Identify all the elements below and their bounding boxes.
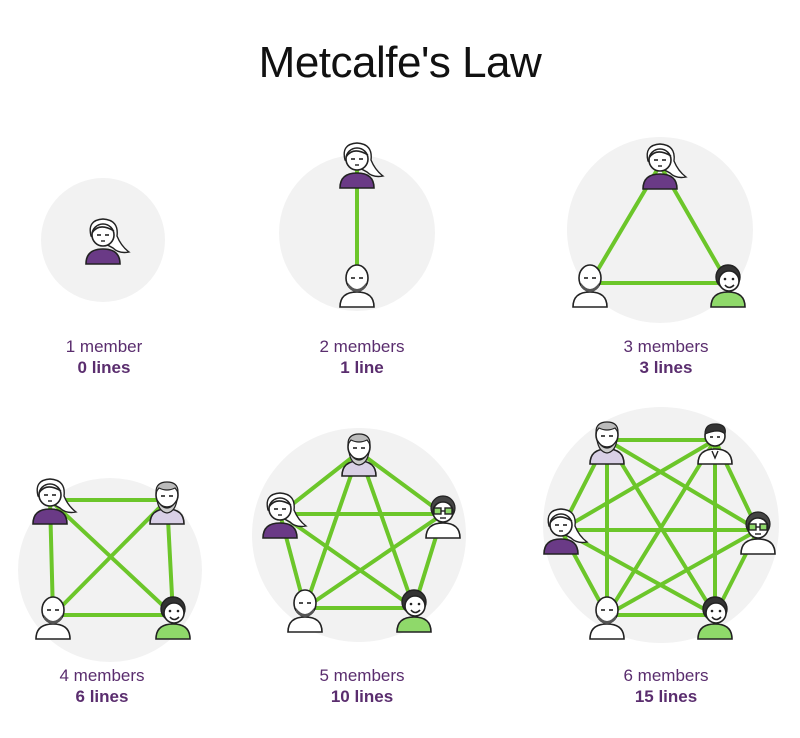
connection-lines xyxy=(48,498,175,617)
caption-group-1: 1 member 0 lines xyxy=(4,336,204,378)
connection-line xyxy=(559,438,717,532)
glasses-man-avatar-icon xyxy=(740,511,776,555)
member-count-label: 6 members xyxy=(623,666,709,685)
group-background-circle xyxy=(252,428,466,642)
member-count-label: 4 members xyxy=(59,666,145,685)
caption-group-5: 5 members 10 lines xyxy=(262,665,462,707)
connection-line xyxy=(303,450,361,610)
woman-avatar-icon xyxy=(339,142,385,189)
member-count-label: 5 members xyxy=(319,666,405,685)
connection-line xyxy=(605,528,760,617)
woman-avatar-icon xyxy=(642,143,688,190)
old-man-avatar-icon xyxy=(589,421,625,465)
network-group-3 xyxy=(567,137,753,323)
network-group-5 xyxy=(252,428,466,642)
woman-avatar-icon xyxy=(32,478,78,525)
smiling-man-avatar-icon xyxy=(396,589,432,633)
line-count-label: 6 lines xyxy=(75,687,129,706)
network-group-4 xyxy=(18,478,202,662)
connection-line xyxy=(605,438,717,617)
suit-man-avatar-icon xyxy=(697,423,733,465)
network-group-6 xyxy=(543,407,779,643)
caption-group-2: 2 members 1 line xyxy=(262,336,462,378)
smiling-man-avatar-icon xyxy=(710,264,746,308)
member-count-label: 1 member xyxy=(65,337,143,356)
woman-avatar-icon xyxy=(543,508,589,555)
caption-group-3: 3 members 3 lines xyxy=(566,336,766,378)
woman-avatar-icon xyxy=(85,218,131,265)
connection-line xyxy=(278,512,416,610)
connection-line xyxy=(559,528,717,617)
bald-man-avatar-icon xyxy=(589,596,625,640)
bald-man-avatar-icon xyxy=(35,596,71,640)
connection-line xyxy=(303,512,445,610)
bald-man-avatar-icon xyxy=(339,264,375,308)
caption-group-4: 4 members 6 lines xyxy=(2,665,202,707)
woman-avatar-icon xyxy=(262,492,308,539)
connection-line xyxy=(357,450,416,610)
network-group-1 xyxy=(41,178,165,302)
line-count-label: 1 line xyxy=(340,358,384,377)
glasses-man-avatar-icon xyxy=(425,495,461,539)
bald-man-avatar-icon xyxy=(287,589,323,633)
line-count-label: 0 lines xyxy=(77,358,131,377)
page-title: Metcalfe's Law xyxy=(258,38,542,87)
old-man-avatar-icon xyxy=(341,433,377,477)
smiling-man-avatar-icon xyxy=(697,596,733,640)
member-count-label: 3 members xyxy=(623,337,709,356)
group-background-circle xyxy=(567,137,753,323)
connection-line xyxy=(357,450,445,516)
connection-line xyxy=(605,438,760,532)
line-count-label: 3 lines xyxy=(639,358,693,377)
member-count-label: 2 members xyxy=(319,337,405,356)
old-man-avatar-icon xyxy=(149,481,185,525)
caption-group-6: 6 members 15 lines xyxy=(566,665,766,707)
bald-man-avatar-icon xyxy=(572,264,608,308)
network-group-2 xyxy=(279,142,435,311)
connection-line xyxy=(51,498,169,617)
line-count-label: 15 lines xyxy=(634,687,698,706)
smiling-man-avatar-icon xyxy=(155,596,191,640)
line-count-label: 10 lines xyxy=(330,687,394,706)
